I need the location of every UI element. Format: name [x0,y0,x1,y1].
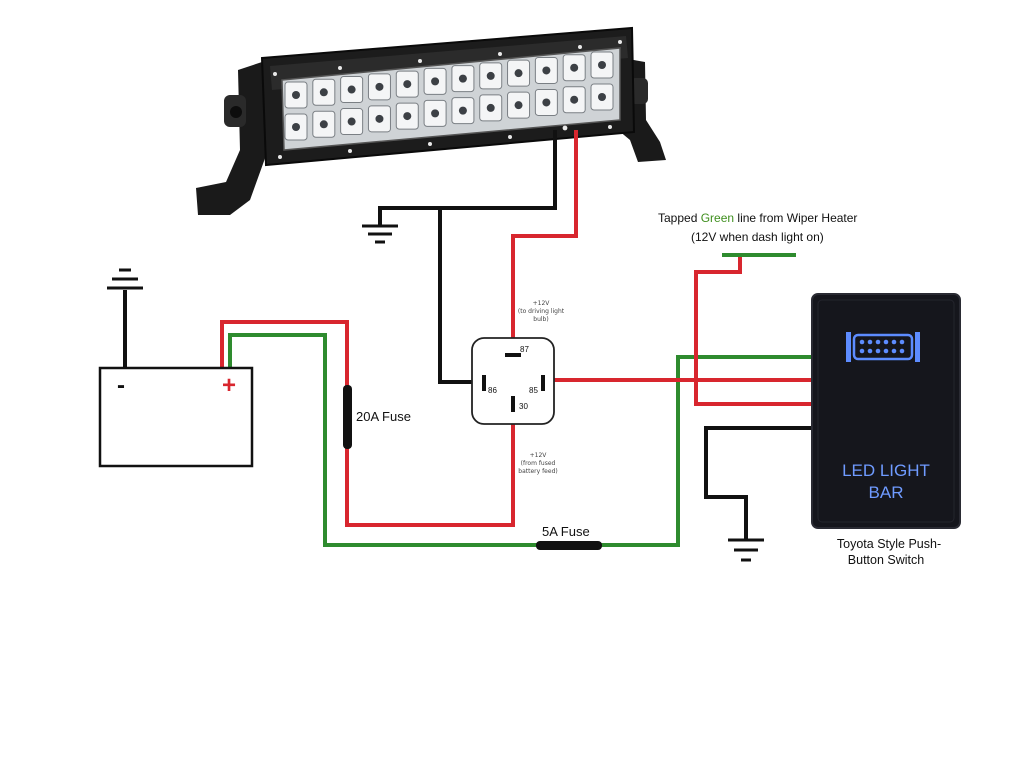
led-emitter [375,82,384,91]
fuse-5a [536,541,602,550]
wire-black-lightbar-ground [378,130,557,225]
relay-label-30: 30 [519,402,528,411]
relay-87-note: +12V (to driving light bulb) [518,300,565,323]
led-emitter [319,120,328,129]
relay-pin-87 [505,353,521,357]
led-emitter [486,71,495,80]
switch-caption-line-2: Button Switch [848,553,924,567]
led-emitter [486,103,495,112]
relay: 87 86 85 30 [471,337,555,425]
relay-label-86: 86 [488,386,497,395]
led-array [284,51,614,141]
led-emitter [514,101,523,110]
relay-body [471,337,555,425]
tapped-line-voltage-note: (12V when dash light on) [691,230,824,244]
led-emitter [375,114,384,123]
relay-30-note-line-3: battery feed) [518,468,557,475]
led-emitter [570,95,579,104]
push-button-switch: LED LIGHT BAR [811,293,961,529]
led-emitter [542,98,551,107]
left-mount-bracket [196,62,268,215]
battery-minus-terminal: - [117,372,125,399]
switch-face-label-line-2: BAR [869,483,904,502]
relay-pin-85 [541,375,545,391]
relay-label-87: 87 [520,345,529,354]
switch-face-label-line-1: LED LIGHT [842,461,930,480]
ground-symbol-switch [728,538,764,562]
led-emitter [403,80,412,89]
relay-30-note: +12V (from fused battery feed) [518,452,557,475]
led-emitter [431,109,440,118]
battery-body [98,366,254,468]
fuse-5a-label: 5A Fuse [542,524,590,539]
relay-pin-30 [511,396,515,412]
relay-30-note-line-1: +12V [530,452,548,459]
wires [123,130,812,547]
led-emitter [403,112,412,121]
led-emitter [514,69,523,78]
battery: - + [98,366,254,468]
tapped-label-suffix: line from Wiper Heater [734,211,857,225]
fuse-20a [343,385,352,449]
relay-label-85: 85 [529,386,538,395]
tapped-label-prefix: Tapped [658,211,701,225]
tapped-label-green-word: Green [701,211,734,225]
led-emitter [542,66,551,75]
led-emitter [431,77,440,86]
tapped-line-label: Tapped Green line from Wiper Heater [658,211,857,225]
ground-symbol-lightbar [362,224,398,244]
led-emitter [458,106,467,115]
ground-symbol-battery [107,268,143,290]
battery-plus-terminal: + [222,372,236,399]
led-emitter [292,123,300,131]
relay-87-note-line-3: bulb) [533,316,548,323]
fuse-20a-label: 20A Fuse [356,409,411,424]
light-bar-icon [846,332,920,362]
led-emitter [570,63,579,72]
led-emitter [347,117,356,126]
relay-pin-86 [482,375,486,391]
led-emitter [598,93,606,101]
wire-black-switch-ground [704,426,812,540]
led-emitter [598,61,606,69]
wire-red-tapped-switch [694,255,812,406]
relay-87-note-line-2: (to driving light [518,308,565,315]
relay-87-note-line-1: +12V [533,300,551,307]
wire-red-lightbar-87 [511,130,578,348]
wire-green-battery-switch [228,333,812,547]
relay-30-note-line-2: (from fused [521,460,556,467]
led-emitter [347,85,356,94]
led-emitter [319,88,328,97]
led-light-bar-image [196,26,666,215]
switch-caption-line-1: Toyota Style Push- [837,537,941,551]
wire-black-relay-86 [438,208,484,384]
led-emitter [458,74,467,83]
led-emitter [292,91,300,99]
